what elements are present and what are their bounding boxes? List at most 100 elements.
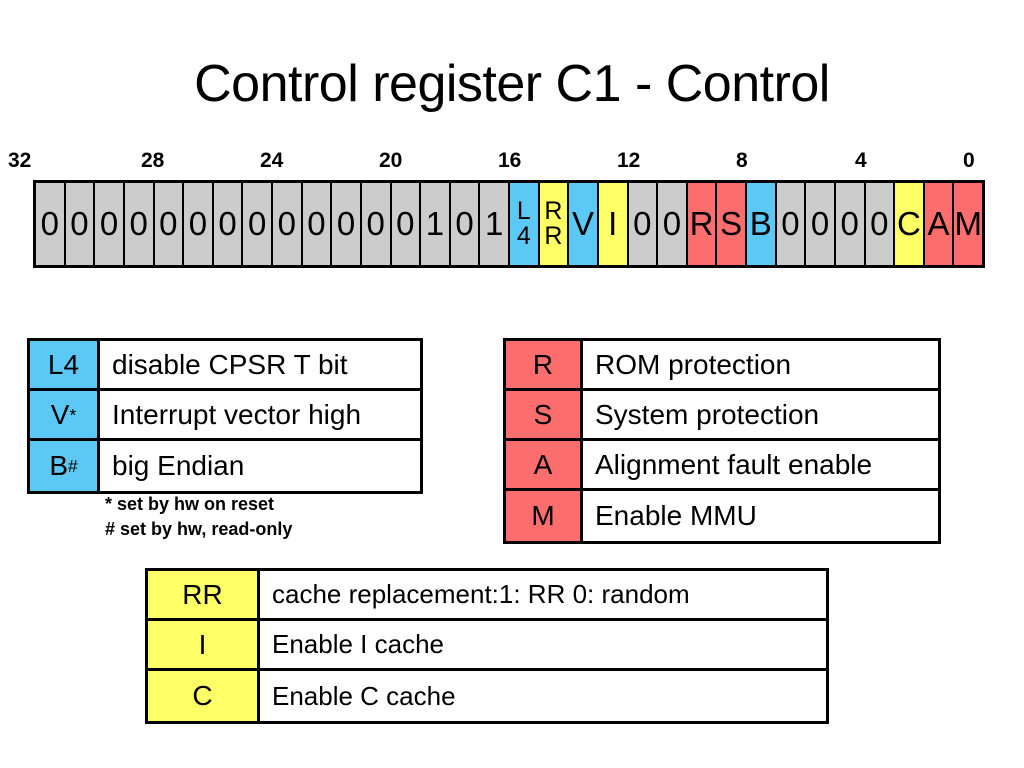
register-bit-4: 0: [835, 183, 866, 265]
bit-label: 1: [425, 205, 445, 243]
register-bit-10: 0: [658, 183, 688, 265]
register-bit-26: 0: [184, 183, 214, 265]
register-bit-8: S: [717, 183, 747, 265]
ruler-tick-8: 8: [736, 149, 748, 172]
legend-red-description: ROM protection: [595, 348, 792, 380]
register-bit-19: 0: [391, 183, 422, 265]
bit-label: C: [897, 205, 921, 243]
bit-label: 0: [70, 205, 89, 243]
bit-label: 0: [336, 205, 356, 243]
register-bit-27: 0: [154, 183, 185, 265]
bit-label: 0: [40, 205, 59, 243]
legend-yellow-row: RR cache replacement:1: RR 0: random: [148, 571, 826, 621]
bit-label: B: [749, 205, 772, 243]
ruler-tick-0: 0: [963, 149, 975, 172]
bit-label: 0: [218, 205, 237, 243]
register-bit-20: 0: [361, 183, 392, 265]
bit-label: 0: [662, 205, 682, 243]
bit-label: A: [927, 205, 950, 243]
legend-yellow-key-C: C: [148, 671, 260, 721]
ruler-tick-12: 12: [617, 149, 641, 172]
register-bit-22: 0: [302, 183, 333, 265]
bit-label: 1: [485, 205, 504, 243]
bit-label: 0: [810, 205, 830, 243]
register-bit-13: V: [569, 183, 599, 265]
legend-yellow-description: cache replacement:1: RR 0: random: [272, 579, 690, 609]
legend-blue-row: V* Interrupt vector high: [30, 391, 420, 441]
footnote-line: * set by hw on reset: [105, 494, 275, 514]
register-bit-17: 0: [450, 183, 481, 265]
bit-label-line1: L: [516, 197, 531, 225]
register-bit-7: B: [747, 183, 777, 265]
bit-label: 0: [248, 205, 267, 243]
legend-red-key-M: M: [506, 491, 583, 541]
legend-yellow-key-I: I: [148, 621, 260, 668]
bit-label: 0: [307, 205, 326, 243]
register-bit-1: A: [924, 183, 955, 265]
bit-label: M: [954, 205, 982, 243]
ruler-tick-32: 32: [8, 149, 32, 172]
bit-label: 0: [455, 205, 474, 243]
bit-label: 0: [396, 205, 415, 243]
legend-yellow-key-RR: RR: [148, 571, 260, 618]
bit-label-line1: R: [544, 197, 563, 225]
register-bit-11: 0: [628, 183, 659, 265]
legend-red-row: M Enable MMU: [506, 491, 938, 541]
ruler-tick-28: 28: [141, 149, 165, 172]
key-base: V: [50, 398, 70, 430]
legend-red-row: A Alignment fault enable: [506, 441, 938, 491]
register-bit-24: 0: [243, 183, 273, 265]
bit-label: 0: [870, 205, 889, 243]
bit-label: 0: [633, 205, 652, 243]
bit-label: R: [689, 205, 714, 243]
register-bit-16: 1: [480, 183, 510, 265]
legend-blue-description: Interrupt vector high: [112, 398, 362, 430]
ruler-tick-24: 24: [260, 149, 284, 172]
register-bit-2: C: [895, 183, 925, 265]
register-bit-5: 0: [806, 183, 836, 265]
register-bit-18: 1: [421, 183, 451, 265]
legend-red-description: System protection: [595, 398, 820, 430]
register-bit-29: 0: [95, 183, 125, 265]
register-bit-23: 0: [273, 183, 303, 265]
bit-label: 0: [188, 205, 208, 243]
register-bit-3: 0: [865, 183, 896, 265]
legend-blue-row: L4 disable CPSR T bit: [30, 341, 420, 391]
ruler-tick-4: 4: [855, 149, 867, 172]
legend-blue-description: disable CPSR T bit: [112, 348, 348, 380]
legend-blue-key-L4: L4: [30, 341, 100, 388]
register-bit-31: 0: [36, 183, 66, 265]
register-bit-21: 0: [332, 183, 362, 265]
register-bit-0: M: [954, 183, 982, 265]
legend-blue-key-V: V*: [30, 391, 100, 438]
key-base: B: [49, 450, 69, 481]
register-bit-30: 0: [65, 183, 96, 265]
ruler-tick-20: 20: [379, 149, 403, 172]
footnote-line: # set by hw, read-only: [105, 519, 293, 539]
bit-label: 0: [129, 205, 148, 243]
bit-label-line2: R: [544, 222, 563, 250]
legend-red-key-A: A: [506, 441, 583, 488]
bit-label: V: [572, 205, 595, 243]
bit-label: 0: [840, 205, 859, 243]
ruler-tick-16: 16: [498, 149, 522, 172]
bit-label: 0: [366, 205, 385, 243]
register-bit-6: 0: [776, 183, 807, 265]
bit-label: 0: [277, 205, 296, 243]
legend-red-description: Enable MMU: [595, 500, 757, 531]
bit-label: S: [720, 205, 743, 243]
bit-label: 0: [781, 205, 800, 243]
legend-red-row: S System protection: [506, 391, 938, 441]
legend-yellow-description: Enable I cache: [272, 629, 445, 659]
register-bit-25: 0: [213, 183, 244, 265]
legend-red-description: Alignment fault enable: [595, 448, 873, 480]
legend-red-key-S: S: [506, 391, 583, 438]
register-bit-28: 0: [124, 183, 155, 265]
